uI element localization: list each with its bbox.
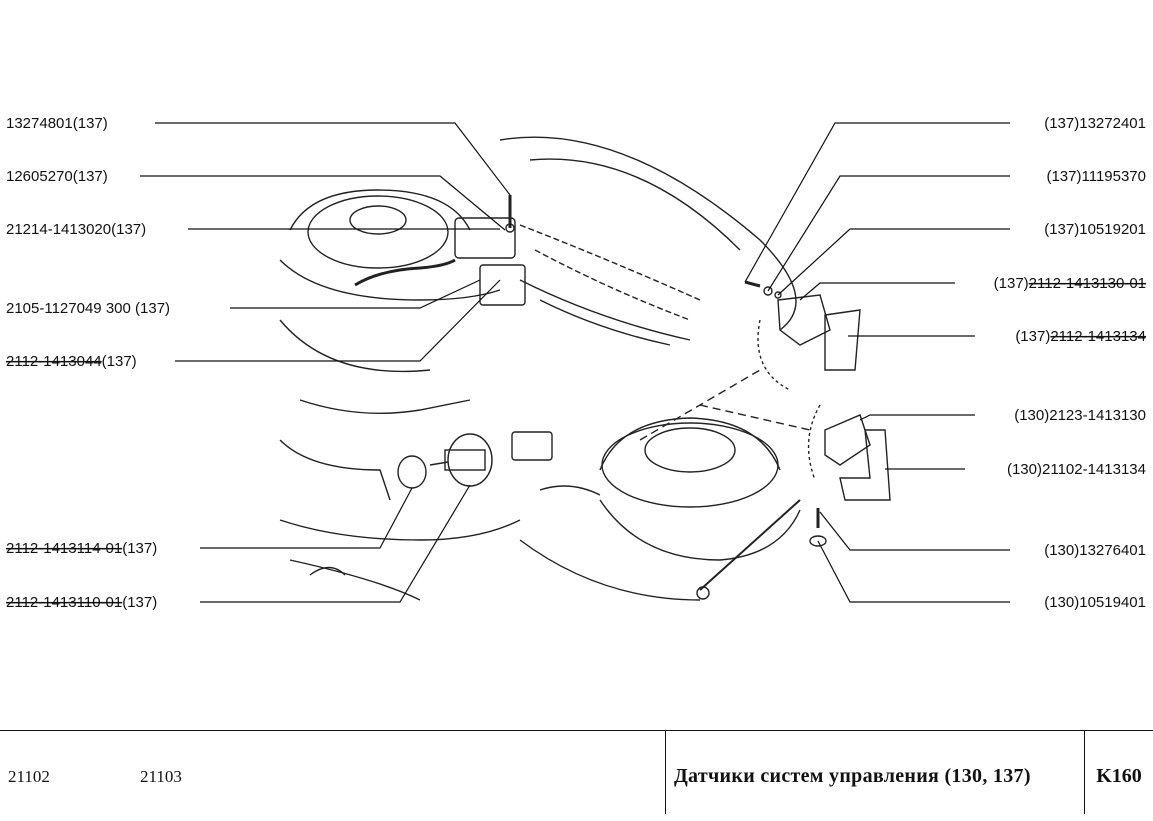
part-number-text: (137) [102,353,137,370]
callout-right-6: (130)21102-1413134 [1007,461,1146,478]
callout-right-3: (137)2112-1413130-01 [994,275,1146,292]
model-number-2: 21103 [140,767,182,786]
part-number-text: (137) [122,540,157,557]
callout-left-1: 12605270(137) [6,168,108,185]
superseded-part-number: 2112-1413044 [6,353,102,370]
part-number-text: (137) [1044,221,1079,238]
sheet-title: Датчики систем управления (130, 137) [665,731,1085,814]
part-number-text: 11195370 [1081,168,1146,185]
callout-right-0: (137)13272401 [1044,115,1146,132]
superseded-part-number: 2112-1413110-01 [6,594,122,611]
part-number-text: 10519401 [1079,594,1146,611]
part-number-text: 21102-1413134 [1042,461,1146,478]
superseded-part-number: 2112-1413114-01 [6,540,122,557]
callouts-right: (137)13272401(137)11195370(137)10519201(… [994,115,1146,611]
part-number-text: (130) [1007,461,1042,478]
callout-left-5: 2112-1413114-01(137) [6,540,157,557]
part-number-text: (137) [1015,328,1050,345]
callout-right-4: (137)2112-1413134 [1015,328,1146,345]
callout-right-8: (130)10519401 [1044,594,1146,611]
part-number-text: 2105-1127049 300 (137) [6,300,170,317]
engine-bay-sketch [279,136,891,601]
part-number-text: 13272401 [1079,115,1146,132]
callout-left-6: 2112-1413110-01(137) [6,594,157,611]
part-number-text: (130) [1044,542,1079,559]
part-number-text: 12605270(137) [6,168,108,185]
callout-right-1: (137)11195370 [1046,168,1146,185]
callout-left-4: 2112-1413044(137) [6,353,137,370]
part-number-text: 21214-1413020(137) [6,221,146,238]
part-number-text: 2123-1413130 [1049,407,1146,424]
part-number-text: (137) [1046,168,1081,185]
part-number-text: 13274801(137) [6,115,108,132]
part-number-text: (130) [1014,407,1049,424]
part-number-text: 13276401 [1079,542,1146,559]
callout-left-2: 21214-1413020(137) [6,221,146,238]
callout-left-0: 13274801(137) [6,115,108,132]
superseded-part-number: 2112-1413134 [1050,328,1146,345]
part-number-text: (137) [122,594,157,611]
page-code: K160 [1096,765,1142,787]
callouts-left: 13274801(137) 12605270(137) 21214-1413020(… [6,115,170,611]
leader-lines [140,122,1010,603]
model-number-1: 21102 [8,767,50,786]
callout-right-5: (130)2123-1413130 [1014,407,1146,424]
part-number-text: (130) [1044,594,1079,611]
callout-right-2: (137)10519201 [1044,221,1146,238]
part-number-text: (137) [1044,115,1079,132]
callout-right-7: (130)13276401 [1044,542,1146,559]
superseded-part-number: 2112-1413130-01 [1029,275,1146,292]
title-block: 21102 21103 Датчики систем управления (1… [0,730,1153,814]
callout-left-3: 2105-1127049 300 (137) [6,300,170,317]
part-number-text: 10519201 [1079,221,1146,238]
part-number-text: (137) [994,275,1029,292]
